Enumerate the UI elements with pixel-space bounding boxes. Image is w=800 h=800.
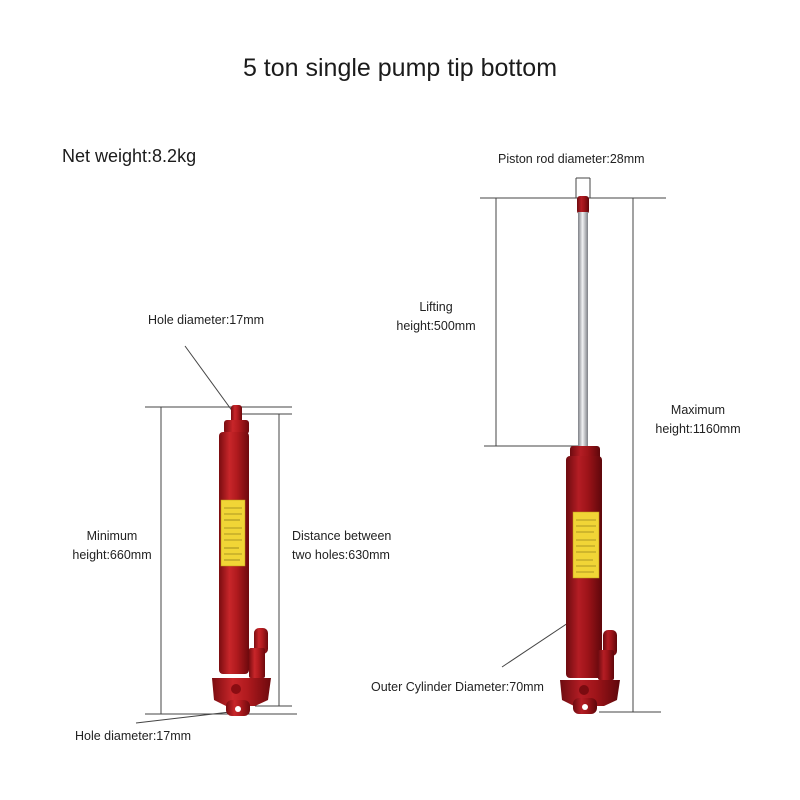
lifting-height-label: Lifting height:500mm bbox=[384, 298, 488, 336]
min-height-label-line2: height:660mm bbox=[72, 548, 152, 562]
hole-top-label: Hole diameter:17mm bbox=[148, 313, 265, 327]
lifting-height-label-line2: height:500mm bbox=[396, 319, 476, 333]
hole-bottom-leader-line bbox=[135, 711, 231, 724]
diagram-title: 5 ton single pump tip bottom bbox=[242, 54, 558, 82]
hole-top-leader-line bbox=[184, 345, 234, 413]
piston-rod-label: Piston rod diameter:28mm bbox=[498, 152, 645, 166]
max-height-label: Maximum height:1160mm bbox=[648, 401, 748, 439]
hole-distance-label-line1: Distance between bbox=[292, 529, 392, 543]
max-height-label-line1: Maximum bbox=[670, 403, 726, 417]
hole-distance-label-line2: two holes:630mm bbox=[292, 548, 390, 562]
lifting-height-label-line1: Lifting bbox=[419, 300, 453, 314]
max-height-label-line2: height:1160mm bbox=[655, 422, 741, 436]
min-height-label-line1: Minimum bbox=[86, 529, 138, 543]
net-weight-text: Net weight:8.2kg bbox=[62, 146, 197, 166]
outer-cylinder-label: Outer Cylinder Diameter:70mm bbox=[371, 680, 544, 694]
hole-distance-label: Distance between two holes:630mm bbox=[292, 527, 391, 565]
hole-bottom-label: Hole diameter:17mm bbox=[75, 729, 192, 743]
min-height-label: Minimum height:660mm bbox=[62, 527, 162, 565]
outer-cylinder-leader-line bbox=[501, 618, 575, 668]
